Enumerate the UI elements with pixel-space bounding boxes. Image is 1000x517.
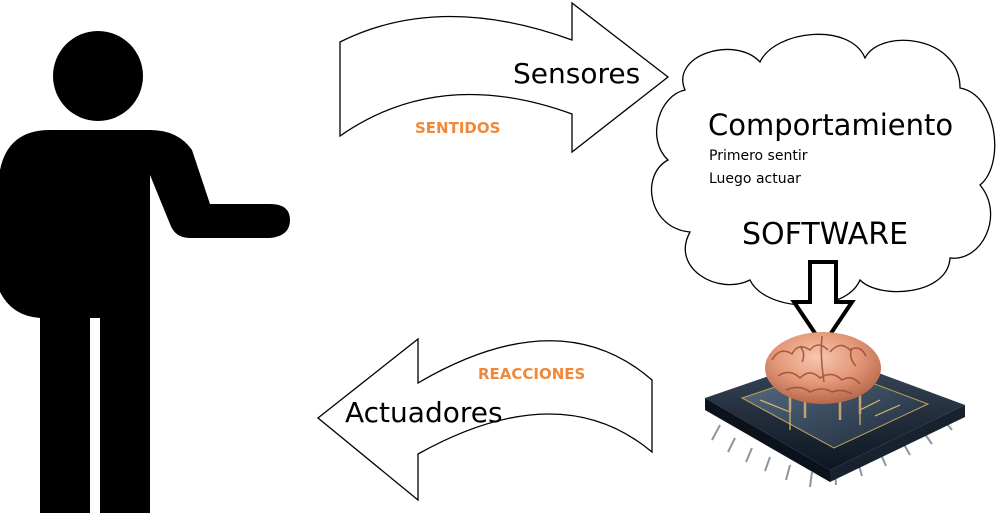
actuadores-label: Actuadores [345,396,503,429]
person-icon [0,31,290,513]
comportamiento-title: Comportamiento [708,108,954,142]
top-arrow-shape [339,1,670,154]
bottom-arrow-shape [316,337,653,502]
cloud-shape [650,33,996,306]
down-arrow-icon [790,260,856,349]
cloud-line-2: Luego actuar [709,171,801,187]
brain-chip-icon [705,332,965,488]
sensores-label: Sensores [513,57,641,90]
reacciones-caption: REACCIONES [478,365,586,383]
software-label: SOFTWARE [742,217,909,252]
cloud-line-1: Primero sentir [709,148,808,164]
sentidos-caption: SENTIDOS [415,119,501,137]
